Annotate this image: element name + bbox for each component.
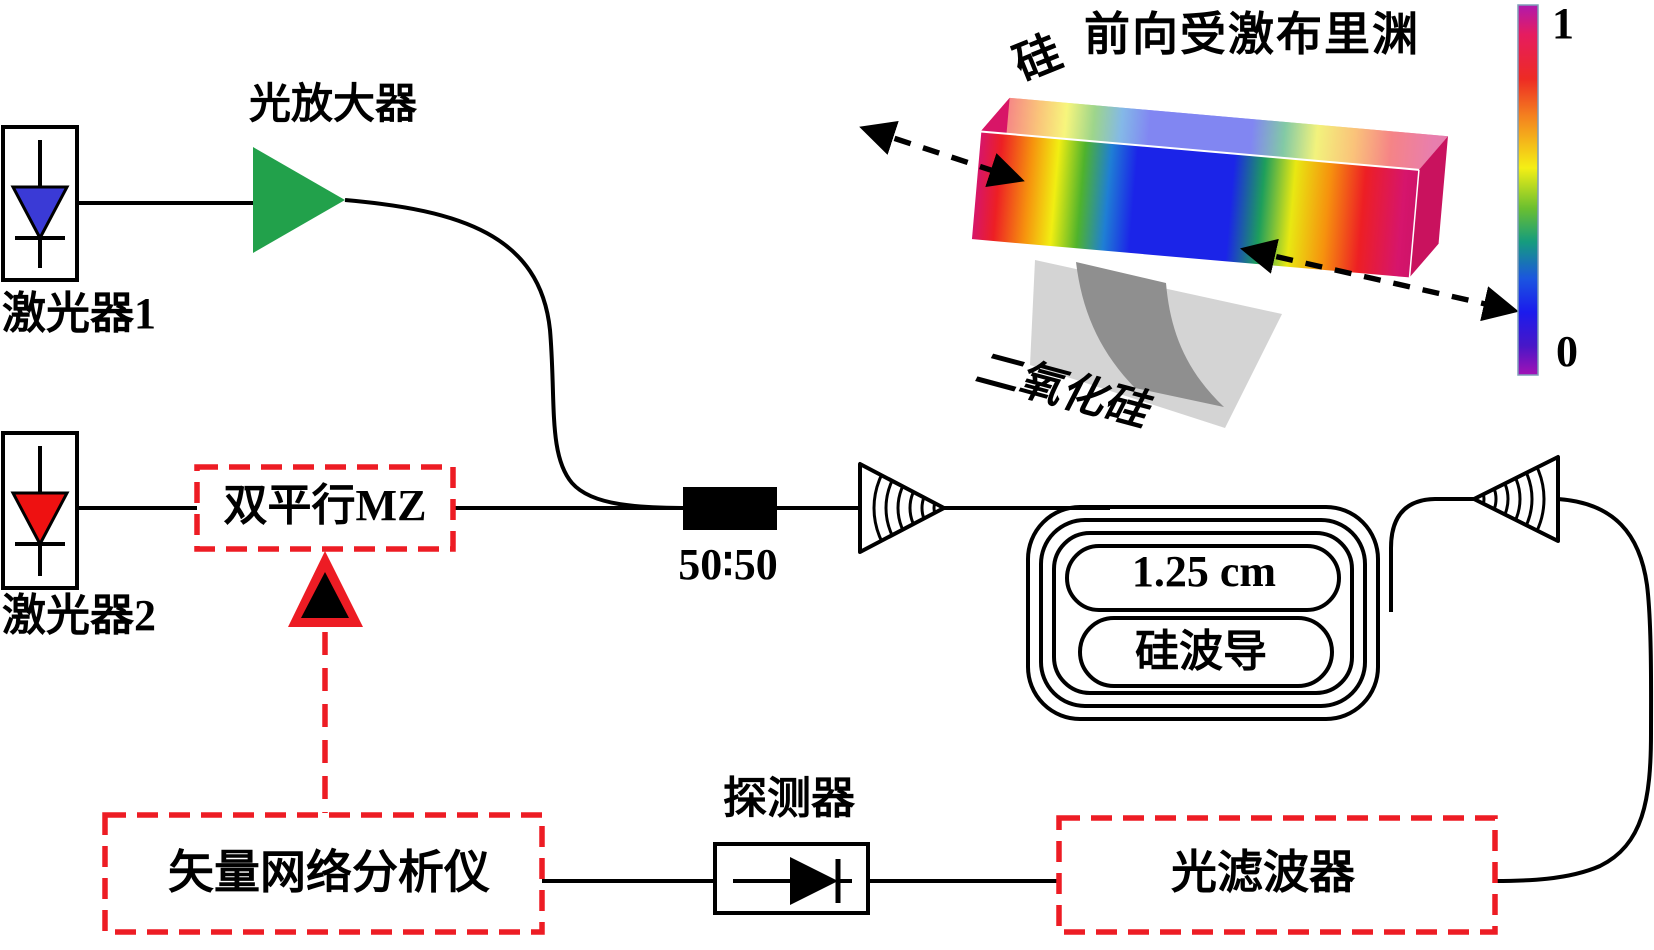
waveguide-block: [970, 97, 1448, 278]
vna-box: [102, 812, 545, 935]
lensed-fiber-icon-left: [858, 462, 946, 554]
laser1-label: 激光器1: [2, 289, 156, 338]
laser1-diode-icon: [10, 140, 70, 268]
rf-arrow-icon: [288, 551, 363, 813]
phonon-arrows: [859, 120, 1519, 322]
inset-title: 前向受激布里渊: [1084, 9, 1420, 60]
dpmz-box: [194, 464, 456, 552]
coupler-50-50-icon: [683, 487, 777, 530]
phonon-arrow-right: [1240, 238, 1519, 322]
coupler-ratio-label: 50∶50: [678, 540, 778, 589]
laser2-diode-icon: [10, 446, 70, 576]
fiber-lines: [77, 198, 1654, 883]
silica-pedestal: [1030, 260, 1282, 428]
fiber-to-filter: [1494, 497, 1654, 883]
colorbar-min-label: 0: [1556, 327, 1578, 376]
amplifier-fiber-curve: [344, 198, 691, 510]
detector-label: 探测器: [723, 774, 855, 823]
spiral-length-label: 1.25 cm: [1131, 547, 1277, 596]
spiral-name-label: 硅波导: [1135, 627, 1267, 676]
optical-filter-box: [1056, 815, 1498, 935]
optical-amplifier-icon: [253, 147, 345, 253]
laser1-icon: [1, 125, 79, 282]
laser2-label: 激光器2: [2, 591, 156, 640]
vna-label: 矢量网络分析仪: [168, 847, 490, 898]
colorbar: [1517, 4, 1539, 376]
spiral-output-fiber: [1389, 497, 1476, 612]
lensed-fiber-icon-right: [1472, 455, 1560, 543]
photodetector-icon: [713, 842, 870, 915]
filter-label: 光滤波器: [1171, 847, 1355, 898]
colorbar-max-label: 1: [1552, 0, 1574, 48]
laser2-icon: [1, 431, 79, 590]
dpmz-label: 双平行MZ: [223, 481, 427, 530]
spiral-waveguide-icon: [1026, 505, 1380, 721]
amplifier-label: 光放大器: [248, 82, 418, 128]
phonon-arrow-left: [859, 120, 1025, 188]
